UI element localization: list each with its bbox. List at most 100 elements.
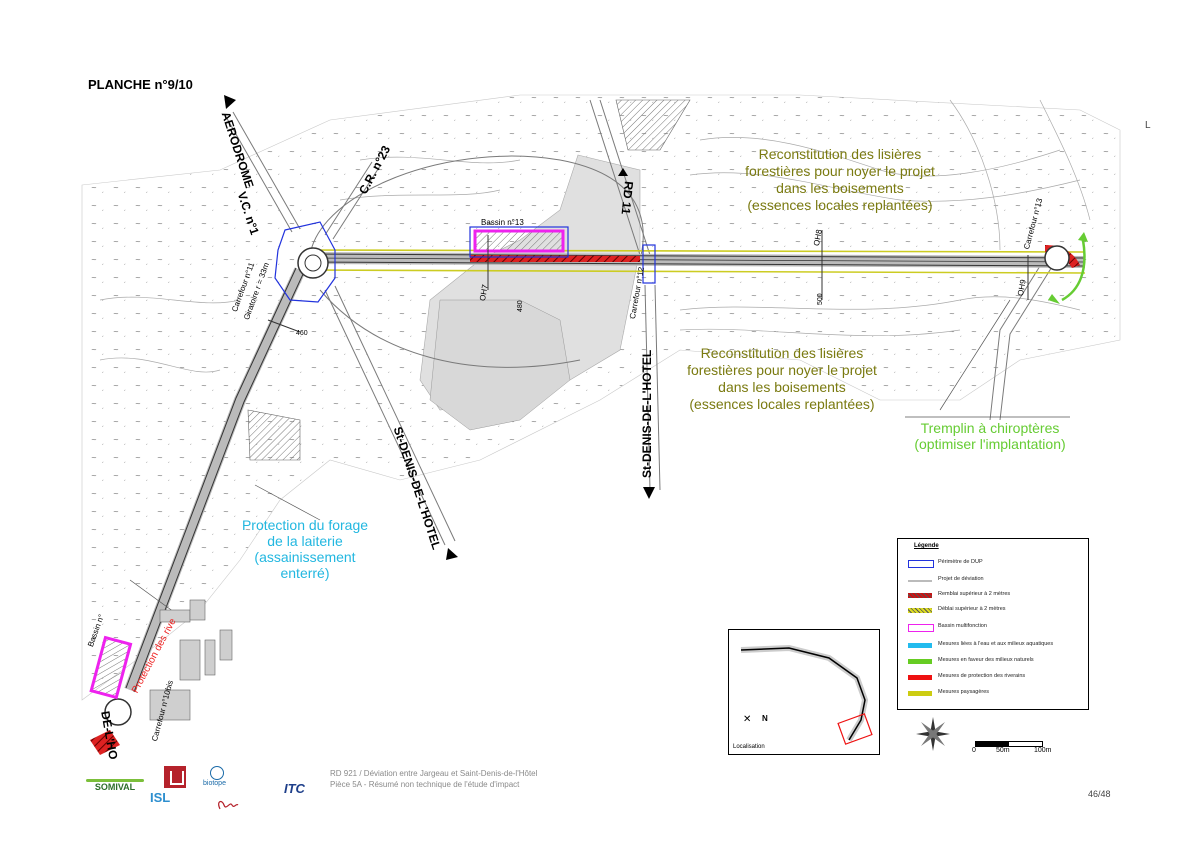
logo-sigle bbox=[190, 798, 242, 810]
legend-label: Remblai supérieur à 2 mètres bbox=[938, 591, 1011, 597]
remblai-segment bbox=[470, 255, 640, 262]
label-pk-460: 460 bbox=[296, 330, 308, 337]
footer-line-1: RD 921 / Déviation entre Jargeau et Sain… bbox=[330, 769, 538, 778]
annotation-line: dans les boisements bbox=[776, 180, 904, 196]
bassin-left bbox=[89, 635, 133, 700]
legend-swatch bbox=[908, 659, 932, 664]
legend-label: Déblai supérieur à 2 mètres bbox=[938, 606, 1006, 612]
legend-item: Périmètre de DUP bbox=[908, 559, 1086, 569]
annotation-line: enterré) bbox=[280, 565, 330, 581]
legend-label: Projet de déviation bbox=[938, 576, 984, 582]
legend-label: Mesures de protection des riverains bbox=[938, 673, 1026, 679]
contour-lines bbox=[99, 99, 1091, 373]
logo-sigle-mark bbox=[218, 800, 239, 810]
legend-box: Légende Périmètre de DUP Projet de déviat… bbox=[897, 538, 1089, 710]
annotation-protection-forage: Protection du forage de la laiterie (ass… bbox=[230, 517, 380, 581]
legend-item: Bassin multifonction bbox=[908, 623, 1086, 633]
secondary-roads bbox=[224, 99, 1056, 546]
annotation-line: (essences locales replantées) bbox=[747, 197, 933, 213]
legend-item: Remblai supérieur à 2 mètres bbox=[908, 591, 1086, 601]
scale-bar bbox=[975, 741, 1043, 747]
legend-item: Mesures paysagères bbox=[908, 689, 1086, 699]
annotation-line: Reconstitution des lisières bbox=[700, 345, 864, 361]
terrain-area bbox=[81, 94, 1121, 701]
logo-red-square bbox=[164, 766, 186, 788]
legend-item: Mesures liées à l'eau et aux milieux aqu… bbox=[908, 641, 1086, 651]
legend-title: Légende bbox=[914, 543, 939, 549]
legend-swatch bbox=[908, 643, 932, 648]
footer-line-2: Pièce 5A - Résumé non technique de l'étu… bbox=[330, 780, 520, 789]
industrial-block bbox=[247, 409, 301, 461]
legend-item: Mesures en faveur des milieux naturels bbox=[908, 657, 1086, 667]
inset-north-label: N bbox=[762, 714, 768, 723]
leader-lines bbox=[129, 299, 1070, 621]
tremplin-arrow-head bbox=[1078, 232, 1088, 242]
direction-arrow-rd11 bbox=[618, 168, 628, 176]
direction-arrow-south bbox=[643, 487, 655, 499]
svg-text:✕: ✕ bbox=[743, 714, 751, 725]
legend-swatch bbox=[908, 580, 932, 582]
dup-perimeter bbox=[274, 221, 656, 303]
legend-label: Mesures en faveur des milieux naturels bbox=[938, 657, 1034, 663]
logo-itc: ITC bbox=[284, 781, 305, 796]
sheet-title: PLANCHE n°9/10 bbox=[88, 77, 193, 92]
annotation-line: forestières pour noyer le projet bbox=[745, 163, 935, 179]
structure-markers bbox=[267, 230, 1029, 333]
location-inset: ✕ N Localisation bbox=[728, 629, 880, 755]
annotation-line: Reconstitution des lisières bbox=[758, 146, 922, 162]
scale-mid: 50m bbox=[996, 747, 1010, 754]
annotation-line: de la laiterie bbox=[267, 533, 343, 549]
tremplin-arrow-head bbox=[1048, 294, 1060, 304]
label-pk-480: 480 bbox=[517, 300, 524, 312]
legend-label: Périmètre de DUP bbox=[938, 559, 983, 565]
roundabout-carrefour-10 bbox=[104, 698, 132, 726]
legend-swatch bbox=[908, 691, 932, 696]
logo-isl: ISL bbox=[150, 790, 171, 805]
direction-arrow-aerodrome bbox=[224, 95, 236, 109]
logo-biotope-mark bbox=[210, 766, 224, 780]
legend-swatch bbox=[908, 624, 934, 632]
annotation-tremplin: Tremplin à chiroptères (optimiser l'impl… bbox=[900, 420, 1080, 452]
annotation-line: (optimiser l'implantation) bbox=[914, 436, 1066, 452]
bypass-corridor bbox=[124, 249, 1086, 693]
logo-somival-bar bbox=[86, 779, 144, 782]
roundabout-island bbox=[304, 254, 322, 272]
legend-swatch bbox=[908, 608, 932, 613]
scale-zero: 0 bbox=[972, 747, 976, 754]
compass-rose-icon bbox=[916, 717, 950, 751]
legend-swatch bbox=[908, 593, 932, 598]
legend-item: Projet de déviation bbox=[908, 576, 1086, 586]
logo-red-mark bbox=[170, 771, 184, 785]
hatched-block bbox=[615, 99, 691, 151]
legend-item: Mesures de protection des riverains bbox=[908, 673, 1086, 683]
inset-map: ✕ bbox=[740, 644, 873, 745]
page-number: 46/48 bbox=[1088, 789, 1111, 799]
remblai-segment bbox=[90, 730, 120, 755]
legend-item: Déblai supérieur à 2 mètres bbox=[908, 606, 1086, 616]
footer-text: RD 921 / Déviation entre Jargeau et Sain… bbox=[330, 768, 537, 790]
annotation-line: (essences locales replantées) bbox=[689, 396, 875, 412]
roundabout-carrefour-11 bbox=[297, 247, 329, 279]
annotation-reconstitution-mid: Reconstitution des lisières forestières … bbox=[672, 345, 892, 413]
direction-arrow-st-denis bbox=[446, 548, 458, 560]
label-edge-marker: L bbox=[1145, 120, 1151, 131]
tremplin-arrow bbox=[1061, 239, 1086, 302]
legend-swatch bbox=[908, 560, 934, 568]
annotation-line: Tremplin à chiroptères bbox=[920, 420, 1060, 436]
annotation-reconstitution-top: Reconstitution des lisières forestières … bbox=[730, 146, 950, 214]
logo-biotope: biotope bbox=[203, 780, 226, 787]
legend-label: Mesures paysagères bbox=[938, 689, 990, 695]
legend-label: Mesures liées à l'eau et aux milieux aqu… bbox=[938, 641, 1054, 647]
scale-end: 100m bbox=[1034, 747, 1052, 754]
legend-label: Bassin multifonction bbox=[938, 623, 987, 629]
annotation-line: dans les boisements bbox=[718, 379, 846, 395]
inset-label: Localisation bbox=[733, 744, 765, 750]
annotation-line: forestières pour noyer le projet bbox=[687, 362, 877, 378]
annotation-line: Protection du forage bbox=[241, 517, 369, 533]
label-pk-500: 500 bbox=[817, 293, 824, 305]
logo-somival: SOMIVAL bbox=[86, 779, 144, 792]
wooded-area bbox=[429, 299, 571, 431]
roundabout-carrefour-13 bbox=[1044, 245, 1070, 271]
